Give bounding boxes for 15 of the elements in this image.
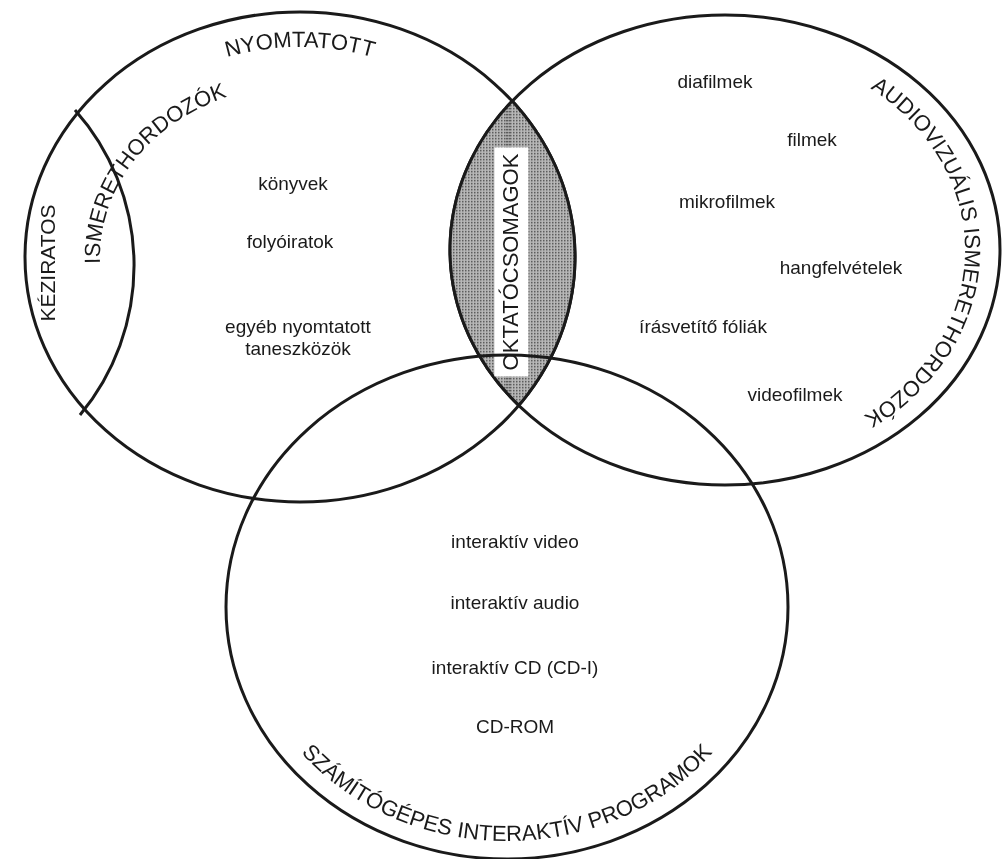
vertical-label: OKTATÓCSOMAGOK	[494, 147, 528, 377]
medium-label: könyvek	[258, 173, 328, 195]
medium-label: interaktív video	[451, 531, 579, 553]
curved-heading: NYOMTATOTT	[222, 26, 379, 62]
medium-label: folyóiratok	[246, 231, 334, 253]
medium-label: mikrofilmek	[678, 191, 776, 213]
medium-label: diafilmek	[677, 71, 753, 93]
medium-label: CD-ROM	[475, 716, 555, 738]
medium-label: interaktív audio	[450, 592, 580, 614]
medium-label: filmek	[787, 129, 837, 151]
vertical-label: KÉZIRATOS	[36, 204, 60, 322]
medium-label: interaktív CD (CD-I)	[431, 657, 599, 679]
medium-label: egyéb nyomtatott taneszközök	[224, 316, 372, 360]
medium-label: írásvetítő fóliák	[639, 316, 767, 338]
medium-label: videofilmek	[747, 384, 843, 406]
